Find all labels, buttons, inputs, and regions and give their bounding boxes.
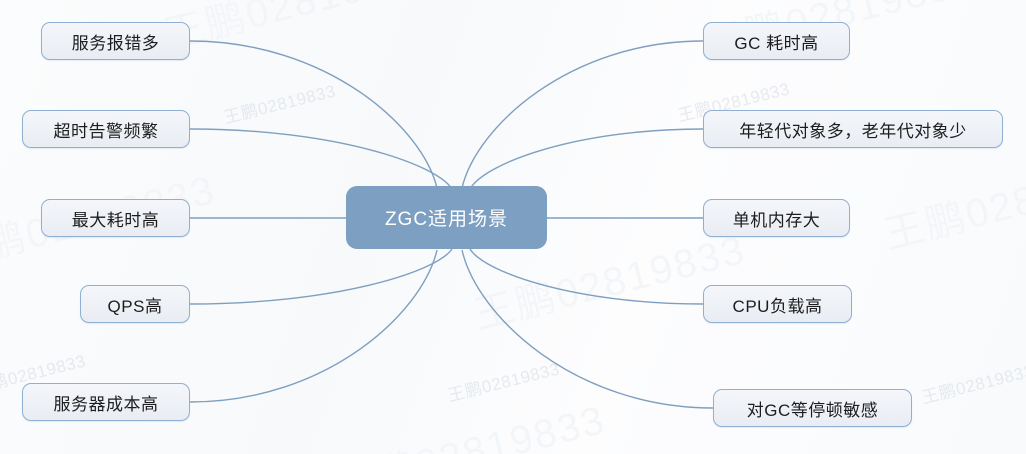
branch-node-label: 服务器成本高 [53,394,159,414]
connector-right-1 [469,128,704,190]
branch-node-left-4[interactable]: 服务器成本高 [22,383,190,421]
branch-node-left-3[interactable]: QPS高 [80,285,190,323]
branch-node-right-3[interactable]: CPU负载高 [703,285,852,323]
connector-left-4 [189,249,438,403]
connector-right-0 [461,40,704,189]
branch-node-left-1[interactable]: 超时告警频繁 [22,110,190,148]
branch-node-label: GC 耗时高 [734,33,819,53]
branch-node-right-2[interactable]: 单机内存大 [703,199,850,237]
connector-left-0 [189,40,438,189]
connector-left-3 [189,248,453,305]
connector-right-4 [461,249,714,409]
branch-node-label: 对GC等停顿敏感 [746,400,879,420]
branch-node-label: 单机内存大 [732,210,821,230]
branch-node-label: 最大耗时高 [71,210,160,230]
branch-node-label: CPU负载高 [732,296,823,316]
branch-node-label: 服务报错多 [71,33,160,53]
branch-node-right-1[interactable]: 年轻代对象多，老年代对象少 [703,110,1003,148]
center-node[interactable]: ZGC适用场景 [346,186,547,249]
connector-right-3 [469,248,704,305]
branch-node-label: QPS高 [107,296,163,316]
branch-node-label: 超时告警频繁 [53,121,159,141]
branch-node-right-0[interactable]: GC 耗时高 [703,22,850,60]
connector-left-1 [189,128,453,190]
branch-node-right-4[interactable]: 对GC等停顿敏感 [713,389,912,427]
branch-node-left-2[interactable]: 最大耗时高 [41,199,190,237]
branch-node-label: 年轻代对象多，老年代对象少 [739,121,967,141]
branch-node-left-0[interactable]: 服务报错多 [41,22,190,60]
